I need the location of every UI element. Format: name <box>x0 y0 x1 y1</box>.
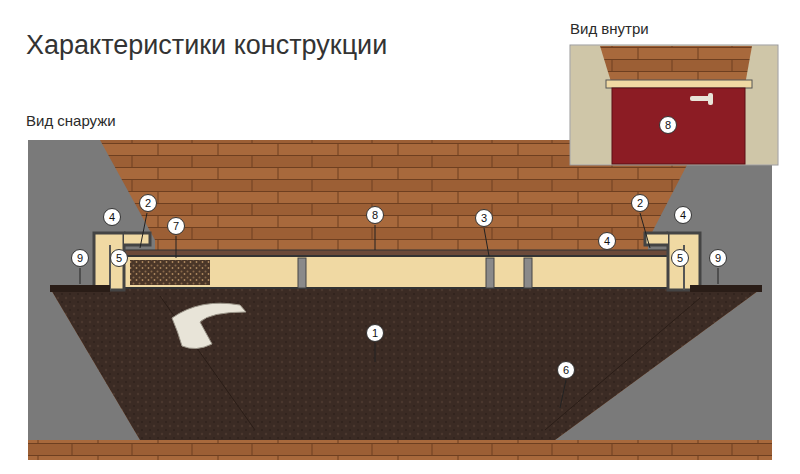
callout-number: 2 <box>139 194 157 212</box>
callout-number: 3 <box>475 209 493 227</box>
callout-number: 5 <box>671 249 689 267</box>
page-title: Характеристики конструкции <box>26 30 387 61</box>
callout-number: 8 <box>366 206 384 224</box>
inset-view: Вид внутри <box>568 18 780 166</box>
callout-number: 4 <box>674 206 692 224</box>
callout-number: 4 <box>598 232 616 250</box>
callout-number: 6 <box>557 361 575 379</box>
callout-number: 1 <box>366 324 384 342</box>
frame-profiles <box>94 233 700 290</box>
callout-number: 7 <box>167 217 185 235</box>
floor <box>28 140 772 460</box>
leader-lines <box>80 213 718 408</box>
callout-number: 4 <box>103 208 121 226</box>
trim-strips <box>50 285 762 292</box>
callout-number: 2 <box>631 194 649 212</box>
walls <box>28 140 772 440</box>
view-heading: Вид внутри <box>568 18 780 39</box>
callout-number: 9 <box>709 249 727 267</box>
view-caption: Вид снаружи <box>26 112 116 129</box>
inside-view-picture <box>570 45 778 165</box>
callout-number: 9 <box>71 249 89 267</box>
door-section <box>124 250 668 288</box>
door-face <box>50 288 762 440</box>
callout-number: 5 <box>110 249 128 267</box>
callout-number: 8 <box>659 116 677 134</box>
